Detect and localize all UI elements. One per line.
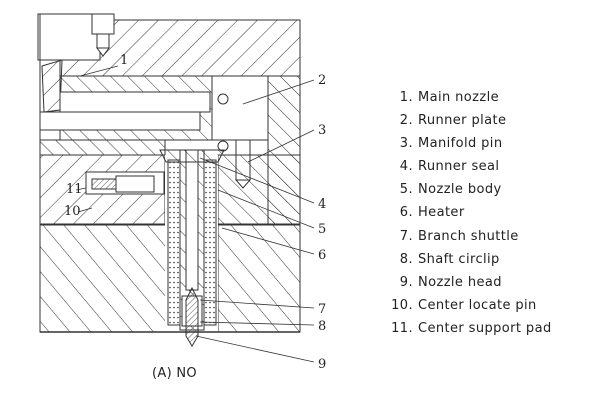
legend-item-number: 6. — [399, 205, 413, 221]
callout-numbers: 1 2 3 4 5 6 7 8 9 10 11 — [64, 53, 326, 372]
legend-item: 2. Runner plate — [385, 109, 552, 132]
callout-2: 2 — [318, 73, 326, 88]
top-clamp-plate — [37, 13, 301, 77]
legend-item: 9. Nozzle head — [385, 271, 552, 294]
callout-8: 8 — [318, 319, 326, 334]
callout-11: 11 — [66, 182, 83, 197]
callout-7: 7 — [318, 302, 326, 317]
legend-item-label: Nozzle head — [418, 274, 502, 290]
legend-item-number: 8. — [399, 251, 413, 267]
legend-item: 7. Branch shuttle — [385, 225, 552, 248]
legend-item-number: 10. — [391, 297, 413, 313]
legend-item: 10. Center locate pin — [385, 294, 552, 317]
center-support-pad-part — [85, 171, 165, 195]
legend-item: 5. Nozzle body — [385, 178, 552, 201]
legend-item-number: 3. — [399, 136, 413, 152]
legend-item-label: Shaft circlip — [418, 251, 500, 267]
legend-item: 4. Runner seal — [385, 155, 552, 178]
callout-10: 10 — [64, 204, 81, 219]
callout-4: 4 — [318, 197, 326, 212]
callout-1: 1 — [120, 53, 128, 68]
leader-lines — [75, 65, 315, 363]
parts-legend: 1. Main nozzle 2. Runner plate 3. Manifold … — [385, 86, 552, 340]
callout-5: 5 — [318, 222, 326, 237]
legend-item-number: 4. — [399, 159, 413, 175]
legend-item-label: Nozzle body — [418, 182, 502, 198]
legend-item: 6. Heater — [385, 201, 552, 224]
legend-item-label: Center support pad — [418, 320, 552, 336]
legend-item: 1. Main nozzle — [385, 86, 552, 109]
legend-item: 8. Shaft circlip — [385, 248, 552, 271]
legend-item-label: Runner plate — [418, 113, 507, 129]
callout-6: 6 — [318, 248, 326, 263]
legend-item-label: Runner seal — [418, 159, 500, 175]
legend-item-number: 11. — [391, 320, 413, 336]
legend-item-label: Branch shuttle — [418, 228, 519, 244]
legend-item-label: Heater — [418, 205, 465, 221]
callout-9: 9 — [318, 357, 326, 372]
legend-item-label: Manifold pin — [418, 136, 503, 152]
legend-item-label: Center locate pin — [418, 297, 537, 313]
legend-item-number: 7. — [399, 228, 413, 244]
legend-item-number: 2. — [399, 113, 413, 129]
legend-item-number: 9. — [399, 274, 413, 290]
main-nozzle-part — [41, 13, 115, 113]
nozzle-head-part — [181, 286, 203, 347]
legend-item-label: Main nozzle — [418, 90, 500, 105]
figure-caption: (A) NO — [152, 366, 197, 381]
callout-3: 3 — [318, 123, 326, 138]
legend-item: 3. Manifold pin — [385, 132, 552, 155]
legend-item: 11. Center support pad — [385, 317, 552, 340]
legend-item-number: 5. — [399, 182, 413, 198]
legend-item-number: 1. — [399, 90, 413, 105]
